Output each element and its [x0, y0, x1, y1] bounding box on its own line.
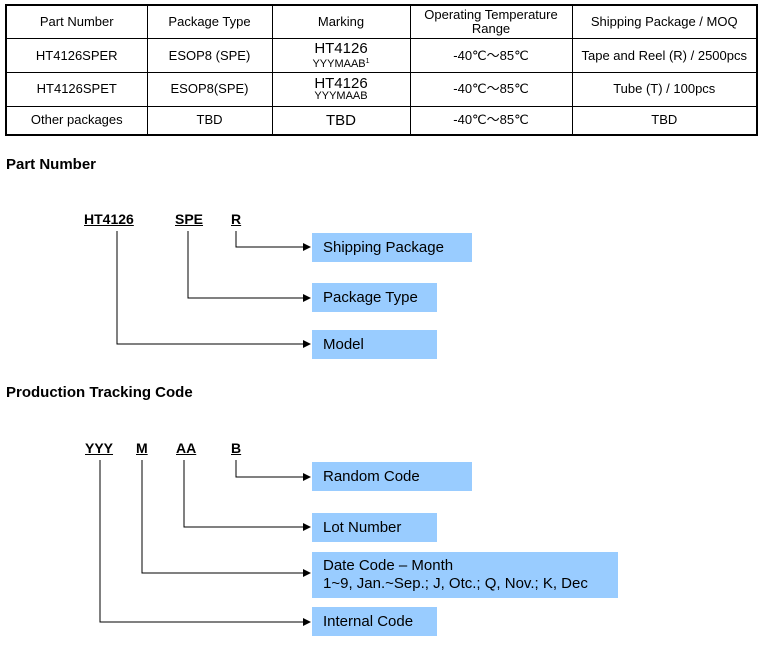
- code-shipping: R: [231, 211, 242, 227]
- table-header-row: Part Number Package Type Marking Operati…: [5, 4, 758, 40]
- marking-main: HT4126: [314, 40, 368, 58]
- cell-package: TBD: [146, 105, 273, 136]
- connector-model: [116, 231, 311, 348]
- label-package-type: Package Type: [312, 283, 437, 312]
- code-lot: AA: [176, 440, 197, 456]
- cell-part: HT4126SPET: [5, 72, 148, 107]
- header-package-type: Package Type: [146, 4, 273, 40]
- connector-package: [187, 231, 311, 302]
- label-shipping-package: Shipping Package: [312, 233, 472, 262]
- label-text: Lot Number: [323, 518, 402, 536]
- cell-temp: -40℃～85℃: [409, 72, 573, 107]
- header-shipping: Shipping Package / MOQ: [571, 4, 758, 40]
- connector-date: [141, 460, 311, 577]
- table-row: HT4126SPER ESOP8 (SPE) HT4126 YYYMAAB1 -…: [5, 38, 758, 74]
- cell-ship: Tape and Reel (R) / 2500pcs: [571, 38, 758, 74]
- code-internal: YYY: [85, 440, 114, 456]
- label-lot-number: Lot Number: [312, 513, 437, 542]
- marking-sub: YYYMAAB1: [276, 56, 407, 70]
- cell-part: HT4126SPER: [5, 38, 148, 74]
- label-date-code: Date Code – Month 1~9, Jan.~Sep.; J, Otc…: [312, 552, 618, 598]
- connector-internal: [99, 460, 311, 626]
- cell-package: ESOP8 (SPE): [146, 38, 273, 74]
- code-month: M: [136, 440, 148, 456]
- cell-part: Other packages: [5, 105, 148, 136]
- table-row: HT4126SPET ESOP8(SPE) HT4126 YYYMAAB -40…: [5, 72, 758, 107]
- connector-random: [235, 460, 311, 481]
- part-number-heading: Part Number: [6, 156, 97, 173]
- table-row: Other packages TBD TBD -40℃～85℃ TBD: [5, 105, 758, 136]
- label-text: Model: [323, 335, 364, 353]
- label-text: Date Code – Month: [323, 557, 454, 574]
- marking-main: HT4126: [314, 75, 368, 93]
- label-text: Random Code: [323, 467, 420, 485]
- date-code-detail: 1~9, Jan.~Sep.; J, Otc.; Q, Nov.; K, Dec: [323, 575, 588, 592]
- label-text: Internal Code: [323, 612, 414, 630]
- connector-lot: [183, 460, 311, 531]
- cell-temp: -40℃～85℃: [409, 105, 573, 136]
- marking-footnote: 1: [365, 58, 370, 66]
- cell-ship: TBD: [571, 105, 758, 136]
- code-package: SPE: [175, 211, 204, 227]
- connector-shipping: [235, 231, 311, 251]
- label-model: Model: [312, 330, 437, 359]
- label-text: Package Type: [323, 288, 418, 306]
- marking-sub-text: YYYMAAB: [312, 58, 366, 71]
- cell-temp: -40℃～85℃: [409, 38, 573, 74]
- tracking-heading: Production Tracking Code: [6, 384, 193, 401]
- label-text: Shipping Package: [323, 238, 444, 256]
- ordering-info-table: Part Number Package Type Marking Operati…: [5, 4, 758, 136]
- header-temperature: Operating Temperature Range: [409, 4, 573, 40]
- label-internal-code: Internal Code: [312, 607, 437, 636]
- label-random-code: Random Code: [312, 462, 472, 491]
- code-model: HT4126: [84, 211, 134, 227]
- code-random: B: [231, 440, 242, 456]
- cell-marking: HT4126 YYYMAAB: [271, 72, 411, 107]
- marking-sub: YYYMAAB: [314, 90, 368, 103]
- cell-ship: Tube (T) / 100pcs: [571, 72, 758, 107]
- cell-marking: TBD: [271, 105, 411, 136]
